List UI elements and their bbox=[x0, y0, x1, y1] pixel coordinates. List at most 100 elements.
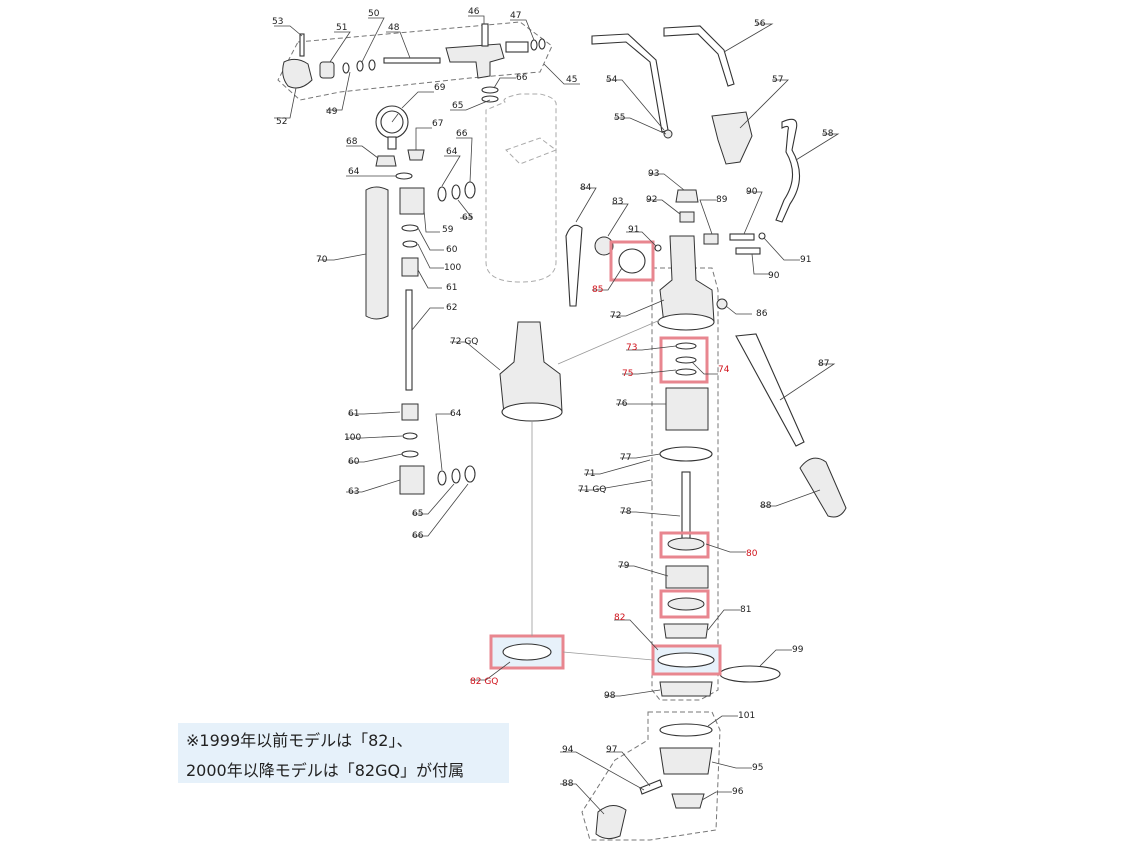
part-61b-nut bbox=[401, 403, 419, 421]
label-91b: 91 bbox=[628, 225, 639, 235]
part-99-basket bbox=[719, 665, 781, 683]
part-61a-nut bbox=[401, 257, 419, 277]
label-55: 55 bbox=[614, 113, 625, 123]
label-64c: 64 bbox=[450, 409, 462, 419]
part-66a-washer bbox=[481, 86, 499, 94]
part-72-group-head bbox=[659, 235, 715, 325]
label-99: 99 bbox=[792, 645, 804, 655]
label-100a: 100 bbox=[444, 263, 461, 273]
label-79: 79 bbox=[618, 561, 630, 571]
link-72gq-72 bbox=[557, 319, 661, 365]
part-87-lever bbox=[735, 333, 805, 447]
part-83-cap bbox=[594, 236, 614, 256]
part-100a-ring bbox=[402, 240, 418, 248]
part-79-spring bbox=[665, 565, 709, 589]
part-60a-ring bbox=[401, 224, 419, 232]
label-60a: 60 bbox=[446, 245, 458, 255]
part-98-filter bbox=[659, 681, 713, 697]
part-95-portafilter bbox=[659, 747, 713, 775]
label-87: 87 bbox=[818, 359, 829, 369]
label-86: 86 bbox=[756, 309, 768, 319]
label-70: 70 bbox=[316, 255, 328, 265]
label-73: 73 bbox=[626, 343, 637, 353]
part-number-labels: 53 51 50 48 46 47 45 52 49 66 65 69 68 6… bbox=[272, 7, 834, 797]
label-61b: 61 bbox=[348, 409, 359, 419]
part-69-gauge-stem bbox=[387, 136, 397, 150]
part-50b-washer bbox=[368, 59, 376, 71]
part-47-washer bbox=[530, 39, 538, 51]
label-82: 82 bbox=[614, 613, 625, 623]
part-75-ring bbox=[675, 356, 697, 364]
part-88a-handle bbox=[799, 457, 847, 518]
label-52: 52 bbox=[276, 117, 287, 127]
part-48-spindle bbox=[383, 57, 441, 64]
part-100b-ring bbox=[402, 432, 418, 440]
part-80a-seal bbox=[667, 537, 705, 551]
part-58-wand bbox=[775, 118, 801, 223]
label-85: 85 bbox=[592, 285, 603, 295]
label-53: 53 bbox=[272, 17, 283, 27]
label-72gq: 72 GQ bbox=[450, 337, 478, 347]
part-85-gasket bbox=[618, 248, 646, 274]
label-71gq: 71 GQ bbox=[578, 485, 606, 495]
part-74-ring bbox=[675, 368, 697, 376]
group-outline-portafilter bbox=[581, 711, 721, 841]
part-46-valve-body bbox=[445, 43, 505, 79]
highlight-80b bbox=[659, 589, 710, 619]
part-67-fitting bbox=[407, 149, 425, 161]
label-68: 68 bbox=[346, 137, 358, 147]
label-56: 56 bbox=[754, 19, 766, 29]
label-78: 78 bbox=[620, 507, 632, 517]
label-96: 96 bbox=[732, 787, 744, 797]
part-47b-washer bbox=[538, 38, 546, 50]
label-75: 75 bbox=[622, 369, 633, 379]
label-89: 89 bbox=[716, 195, 728, 205]
part-69-gauge-needle bbox=[391, 113, 399, 123]
part-89-bushing bbox=[703, 233, 719, 245]
label-62: 62 bbox=[446, 303, 457, 313]
part-59-tee bbox=[399, 187, 425, 215]
label-72: 72 bbox=[610, 311, 621, 321]
part-101-ring bbox=[659, 723, 713, 737]
label-82gq: 82 GQ bbox=[470, 677, 498, 687]
part-55-tip bbox=[663, 129, 673, 139]
label-88a: 88 bbox=[760, 501, 772, 511]
part-62-tube bbox=[405, 289, 413, 391]
label-98: 98 bbox=[604, 691, 616, 701]
label-51: 51 bbox=[336, 23, 347, 33]
label-66b: 66 bbox=[456, 129, 468, 139]
part-65b-ring bbox=[451, 184, 461, 200]
label-60b: 60 bbox=[348, 457, 360, 467]
label-100b: 100 bbox=[344, 433, 361, 443]
label-74: 74 bbox=[718, 365, 730, 375]
group-outline-steam-valve bbox=[277, 21, 553, 101]
label-64a: 64 bbox=[446, 147, 458, 157]
label-81: 81 bbox=[740, 605, 751, 615]
part-66b-ring bbox=[464, 181, 476, 199]
part-96-spout bbox=[671, 793, 705, 809]
label-66c: 66 bbox=[412, 531, 424, 541]
leader-lines bbox=[274, 15, 840, 815]
part-90a-pin bbox=[729, 233, 755, 241]
part-54-steam-wand bbox=[591, 33, 669, 133]
label-48: 48 bbox=[388, 23, 400, 33]
part-72gq-group-head bbox=[499, 321, 563, 415]
part-82-gasket bbox=[657, 652, 715, 668]
label-91a: 91 bbox=[800, 255, 811, 265]
label-57: 57 bbox=[772, 75, 783, 85]
highlight-85 bbox=[609, 240, 655, 282]
label-88b: 88 bbox=[562, 779, 574, 789]
part-82gq-gasket bbox=[502, 643, 552, 661]
part-76-cylinder bbox=[665, 387, 709, 431]
part-68-nut bbox=[375, 155, 397, 167]
label-65a: 65 bbox=[452, 101, 463, 111]
label-65c: 65 bbox=[412, 509, 423, 519]
part-70-sleeve bbox=[365, 186, 389, 320]
label-69: 69 bbox=[434, 83, 446, 93]
part-66c-ring bbox=[464, 465, 476, 483]
part-56-steam-wand bbox=[663, 25, 735, 87]
label-80: 80 bbox=[746, 549, 758, 559]
label-77: 77 bbox=[620, 453, 631, 463]
part-93-cap-nut bbox=[675, 189, 699, 203]
